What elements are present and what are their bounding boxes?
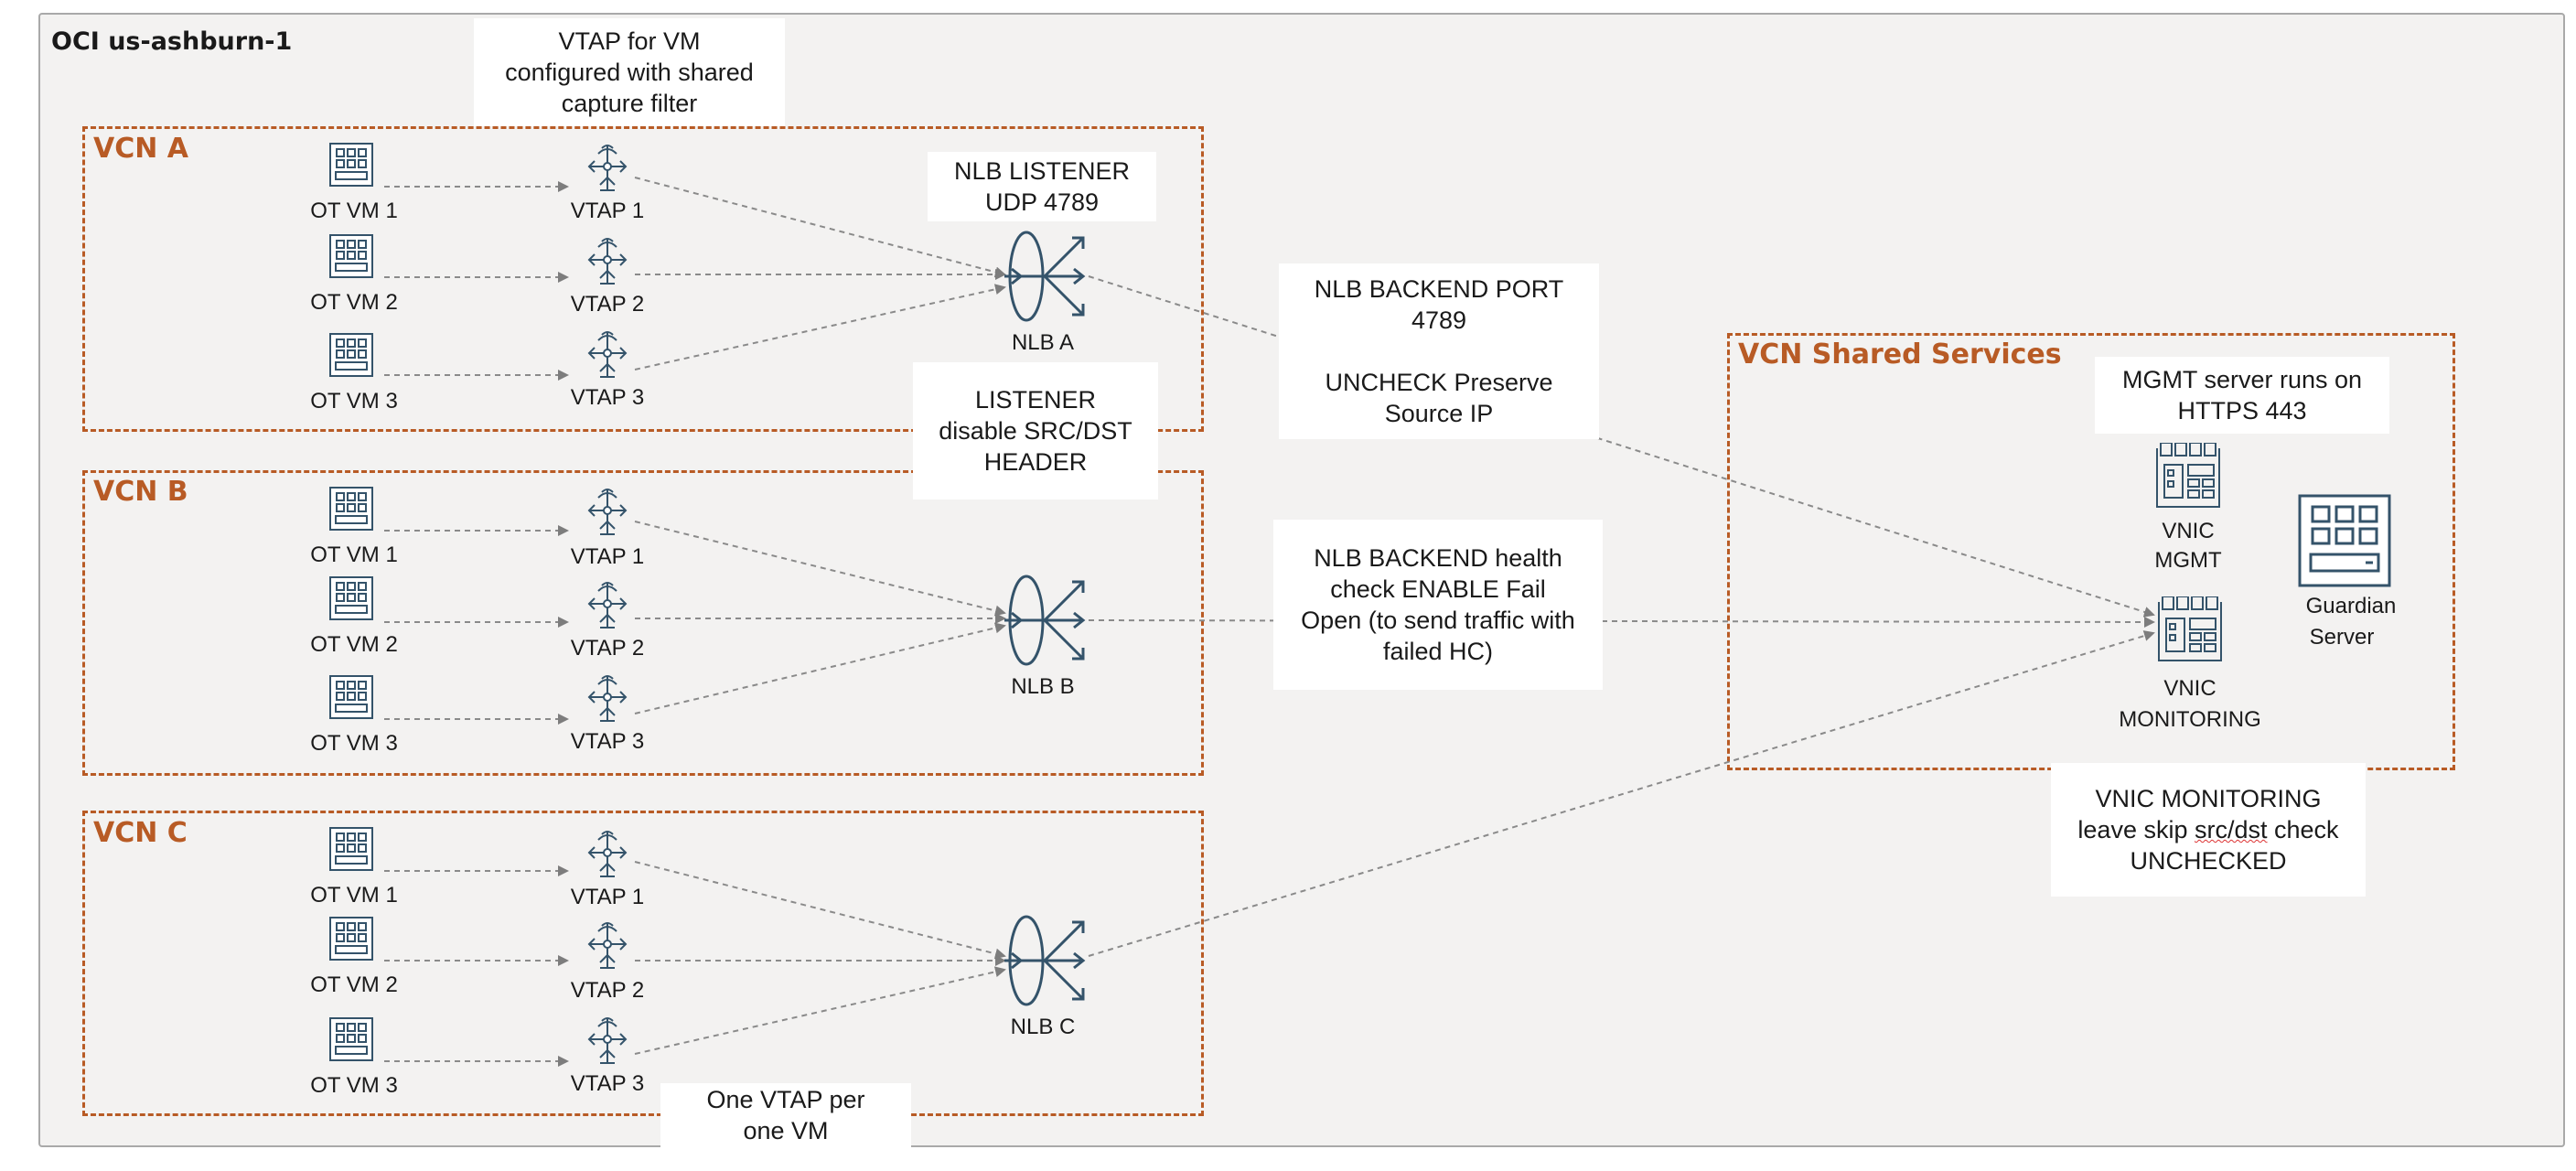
vm-icon (329, 917, 373, 961)
nlb-label: NLB A (1011, 330, 1075, 355)
vm-label: OT VM 1 (310, 199, 398, 223)
vm-icon (329, 234, 373, 278)
vnic-monitoring-label: VNIC (2163, 676, 2216, 701)
vtap-icon (588, 582, 627, 628)
note-line: LISTENER (974, 386, 1097, 414)
note-line: capture filter (561, 90, 698, 117)
vtap-icon (588, 1017, 627, 1064)
vm-label: OT VM 2 (310, 972, 398, 997)
note-health-check: NLB BACKEND health check ENABLE Fail Ope… (1273, 520, 1603, 690)
nlb-icon (1004, 575, 1085, 666)
vtap-label: VTAP 3 (570, 729, 645, 754)
vtap-icon (588, 831, 627, 877)
vtap-icon (588, 675, 627, 722)
vnic-mgmt-label: MGMT (2154, 548, 2222, 573)
vtap-label: VTAP 1 (570, 544, 645, 569)
note-line: NLB BACKEND health (1314, 544, 1562, 572)
nlb-icon (1004, 915, 1085, 1006)
vcn-a-title: VCN A (93, 133, 189, 165)
note-mgmt-https: MGMT server runs on HTTPS 443 (2095, 357, 2389, 434)
vtap-label: VTAP 2 (570, 978, 645, 1003)
vtap-label: VTAP 1 (570, 885, 645, 909)
note-line: Open (to send traffic with (1301, 607, 1575, 634)
vm-label: OT VM 3 (310, 389, 398, 414)
nlb-icon (1004, 231, 1085, 322)
vtap-label: VTAP 3 (570, 385, 645, 410)
note-line: HTTPS 443 (2177, 397, 2307, 424)
nlb-label: NLB B (1011, 674, 1075, 699)
vcn-c-box (82, 811, 1204, 1116)
vcn-c-title: VCN C (93, 817, 188, 849)
note-vnic-monitoring: VNIC MONITORING leave skip src/dst check… (2051, 763, 2366, 897)
note-nlb-listener: NLB LISTENER UDP 4789 (928, 152, 1156, 221)
vcn-b-box (82, 470, 1204, 776)
vcn-shared-title: VCN Shared Services (1738, 338, 2062, 371)
note-text: leave skip (2077, 816, 2195, 843)
vm-icon (329, 576, 373, 620)
note-line: leave skip src/dst check (2077, 814, 2338, 845)
vcn-a-box (82, 126, 1204, 432)
note-line: 4789 (1411, 306, 1467, 334)
note-line: VTAP for VM (558, 27, 701, 55)
note-one-vtap: One VTAP per one VM (660, 1083, 911, 1147)
note-line: NLB BACKEND PORT (1314, 275, 1564, 303)
vnic-mgmt-label: VNIC (2162, 519, 2215, 543)
vm-icon (329, 1017, 373, 1061)
vm-icon (329, 675, 373, 719)
vm-label: OT VM 1 (310, 543, 398, 567)
note-line: UNCHECK Preserve (1325, 369, 1553, 396)
server-icon (2298, 494, 2391, 587)
note-line: HEADER (983, 448, 1088, 476)
vnic-monitoring-icon (2158, 596, 2222, 661)
note-line: One VTAP per (706, 1086, 865, 1113)
note-text: check (2267, 816, 2339, 843)
vtap-label: VTAP 3 (570, 1071, 645, 1096)
note-text: src/dst (2195, 816, 2268, 843)
vnic-mgmt-icon (2156, 443, 2220, 508)
guardian-label: Server (2309, 625, 2375, 650)
vtap-icon (588, 331, 627, 378)
note-line: failed HC) (1382, 638, 1494, 665)
note-line: MGMT server runs on (2121, 366, 2363, 393)
vtap-label: VTAP 2 (570, 636, 645, 661)
vm-label: OT VM 3 (310, 1073, 398, 1098)
note-line: UDP 4789 (984, 188, 1100, 216)
note-line: disable SRC/DST (939, 417, 1132, 445)
note-line: check ENABLE Fail (1330, 575, 1546, 603)
vm-icon (329, 827, 373, 871)
note-backend-port: NLB BACKEND PORT 4789 UNCHECK Preserve S… (1279, 263, 1599, 439)
vtap-label: VTAP 2 (570, 292, 645, 317)
note-listener-header: LISTENER disable SRC/DST HEADER (913, 362, 1158, 500)
note-line: NLB LISTENER (953, 157, 1131, 185)
vm-label: OT VM 3 (310, 731, 398, 756)
vtap-icon (588, 922, 627, 969)
vm-label: OT VM 2 (310, 290, 398, 315)
vnic-monitoring-label: MONITORING (2119, 707, 2261, 732)
vtap-icon (588, 145, 627, 191)
vm-icon (329, 487, 373, 531)
note-line: configured with shared (505, 59, 754, 86)
note-vtap-filter: VTAP for VM configured with shared captu… (474, 18, 785, 126)
vm-label: OT VM 1 (310, 883, 398, 908)
note-line: UNCHECKED (2130, 847, 2287, 875)
region-title: OCI us-ashburn-1 (51, 27, 293, 56)
vcn-b-title: VCN B (93, 476, 188, 508)
guardian-label: Guardian (2305, 594, 2397, 618)
note-line: VNIC MONITORING (2095, 785, 2322, 812)
note-line: one VM (743, 1117, 829, 1144)
vm-icon (329, 143, 373, 187)
nlb-label: NLB C (1010, 1015, 1076, 1039)
vtap-icon (588, 238, 627, 285)
vtap-icon (588, 489, 627, 535)
vm-icon (329, 333, 373, 377)
note-line: Source IP (1384, 400, 1494, 427)
vtap-label: VTAP 1 (570, 199, 645, 223)
vm-label: OT VM 2 (310, 632, 398, 657)
